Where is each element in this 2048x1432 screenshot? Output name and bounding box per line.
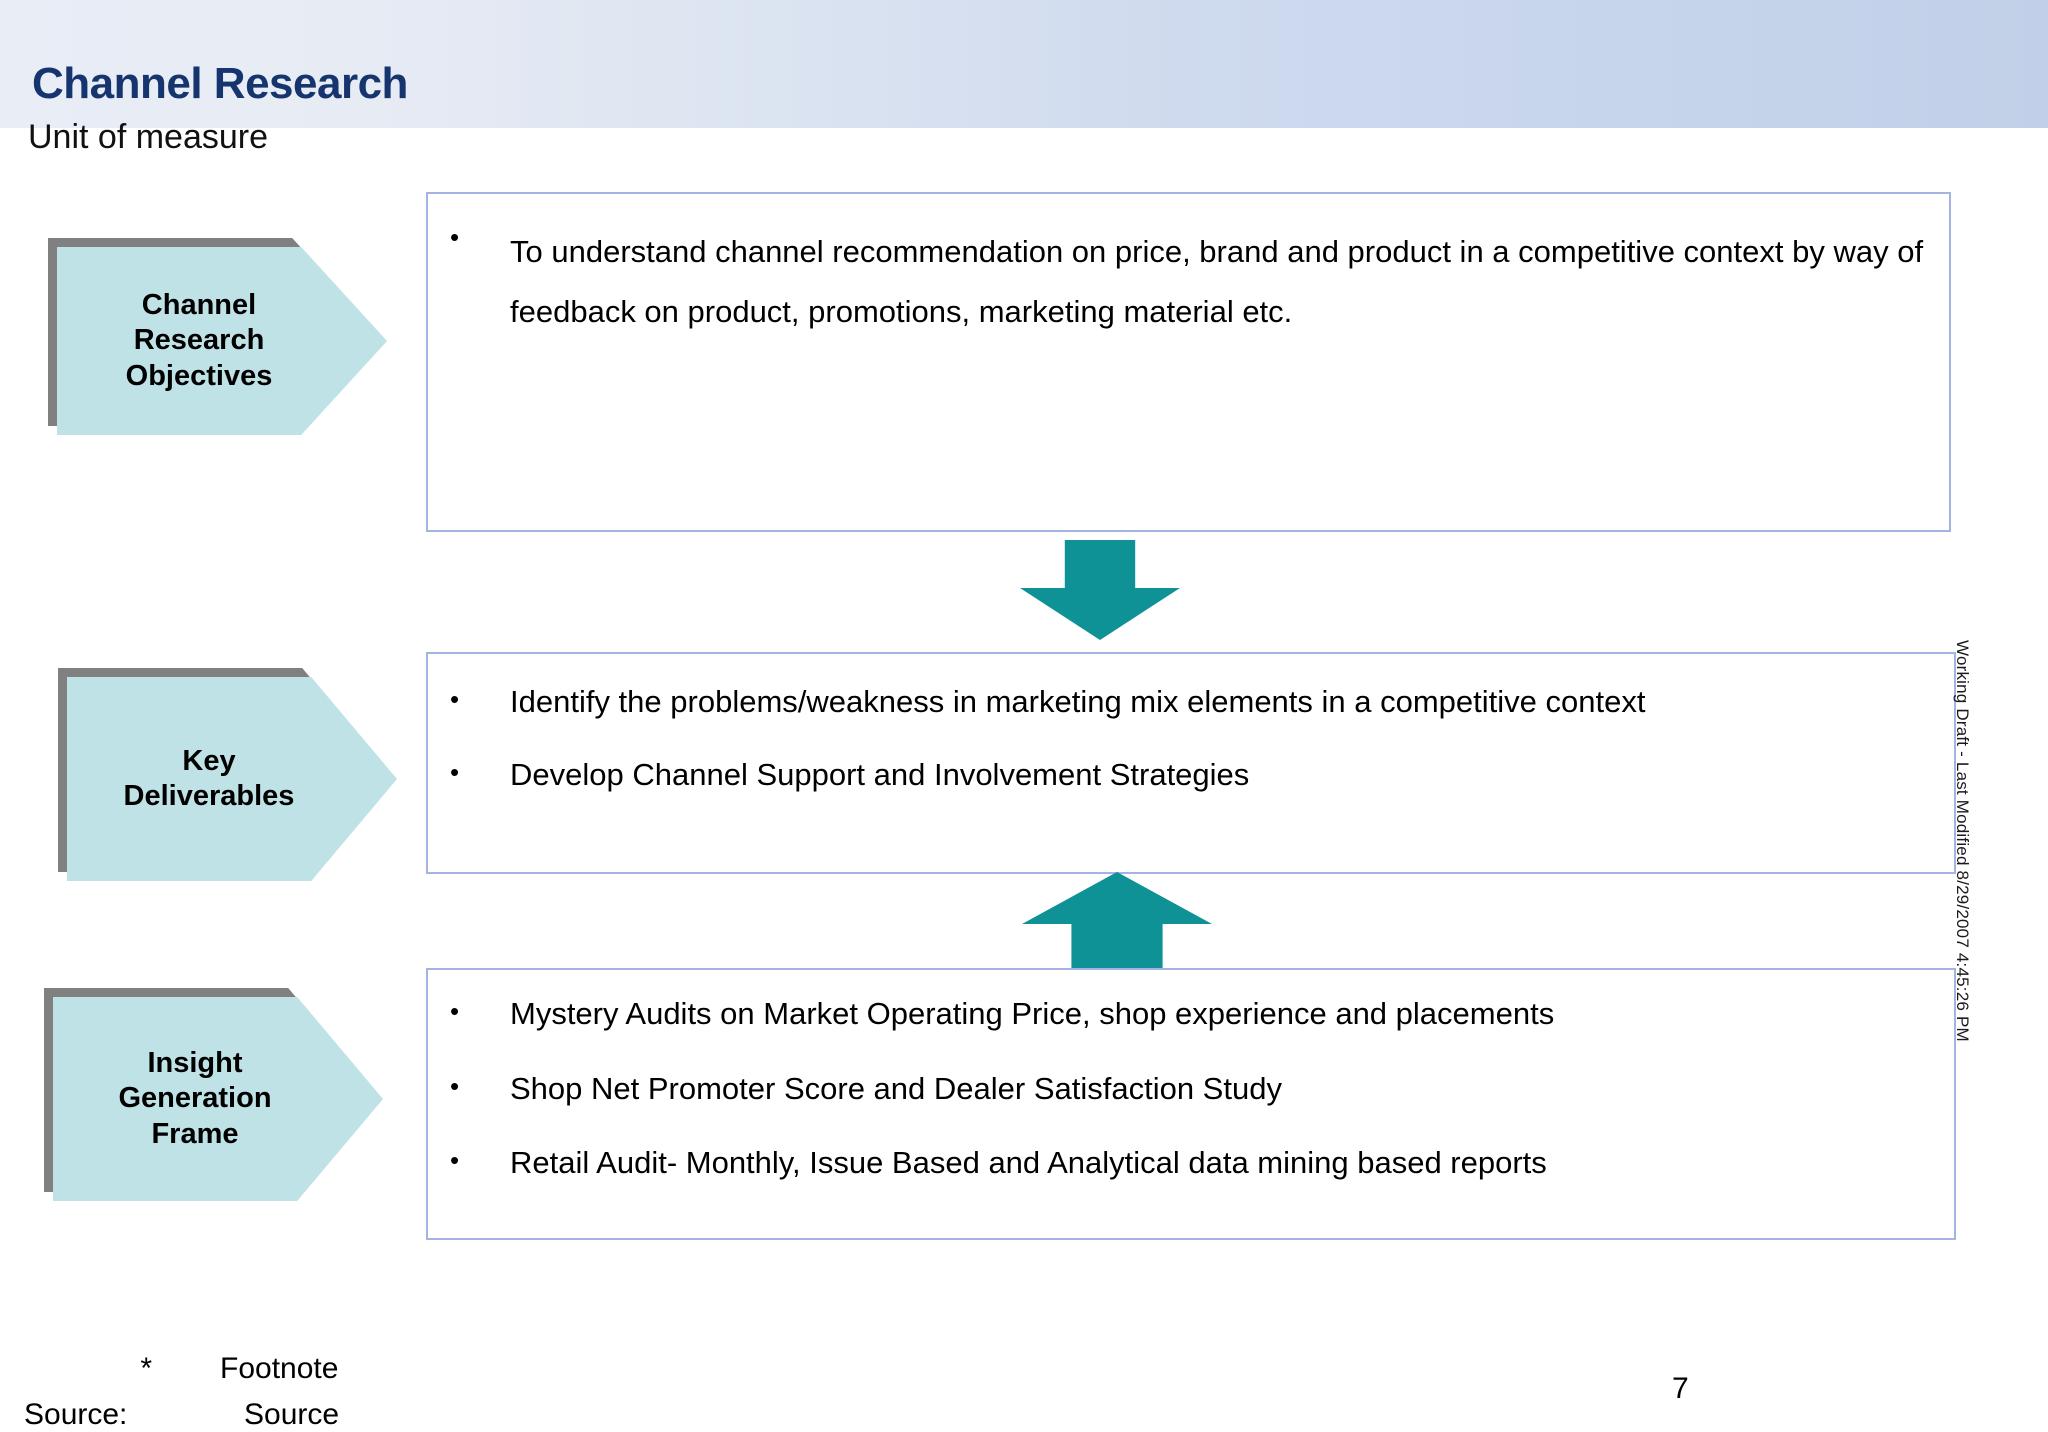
- page-subtitle: Unit of measure: [28, 118, 268, 156]
- bullet-item: • Mystery Audits on Market Operating Pri…: [428, 970, 1954, 1033]
- chevron-label: Channel Research Objectives: [125, 288, 273, 392]
- bullet-text: Shop Net Promoter Score and Dealer Satis…: [510, 1070, 1282, 1106]
- content-box-objectives: • To understand channel recommendation o…: [426, 192, 1951, 532]
- header-band: [0, 0, 2048, 128]
- bullet-item: • Shop Net Promoter Score and Dealer Sat…: [428, 1033, 1954, 1108]
- bullet-text: To understand channel recommendation on …: [510, 234, 1924, 330]
- page-title: Channel Research: [32, 59, 408, 108]
- bullet-text: Retail Audit- Monthly, Issue Based and A…: [510, 1145, 1547, 1181]
- bullet-text: Mystery Audits on Market Operating Price…: [510, 996, 1555, 1031]
- bullet-text: Identify the problems/weakness in market…: [510, 684, 1646, 719]
- stage-chevron-insight-generation-frame[interactable]: Insight Generation Frame: [44, 988, 383, 1201]
- stage-chevron-key-deliverables[interactable]: Key Deliverables: [58, 668, 397, 881]
- page-number: 7: [1672, 1372, 1689, 1405]
- footnote-row: * Footnote: [0, 1352, 338, 1386]
- chevron-label: Insight Generation Frame: [118, 1046, 272, 1150]
- source-label: Source:: [24, 1398, 128, 1431]
- arrow-down-icon: [1020, 540, 1180, 640]
- source-text: Source: [244, 1398, 340, 1431]
- bullet-icon: •: [450, 996, 460, 1026]
- stage-chevron-channel-research-objectives[interactable]: Channel Research Objectives: [48, 238, 387, 435]
- chevron-face: Channel Research Objectives: [57, 247, 387, 435]
- bullet-item: • Retail Audit- Monthly, Issue Based and…: [428, 1107, 1954, 1182]
- chevron-label: Key Deliverables: [123, 744, 295, 812]
- bullet-icon: •: [450, 684, 460, 714]
- content-box-insight-generation-frame: • Mystery Audits on Market Operating Pri…: [426, 968, 1956, 1240]
- chevron-face: Insight Generation Frame: [53, 997, 383, 1201]
- bullet-item: • Identify the problems/weakness in mark…: [428, 654, 1954, 721]
- footnote-marker: *: [140, 1352, 152, 1385]
- bullet-item: • Develop Channel Support and Involvemen…: [428, 721, 1954, 794]
- chevron-face: Key Deliverables: [67, 677, 397, 881]
- content-box-key-deliverables: • Identify the problems/weakness in mark…: [426, 652, 1956, 874]
- bullet-item: • To understand channel recommendation o…: [428, 194, 1949, 343]
- bullet-icon: •: [450, 756, 460, 787]
- bullet-icon: •: [450, 1070, 460, 1101]
- working-draft-stamp: Working Draft - Last Modified 8/29/2007 …: [1953, 640, 1972, 1042]
- footnote-text: Footnote: [220, 1352, 339, 1385]
- source-row: Source: Source: [0, 1398, 339, 1432]
- arrow-up-icon: [1022, 872, 1212, 972]
- bullet-icon: •: [450, 1145, 460, 1176]
- bullet-text: Develop Channel Support and Involvement …: [510, 756, 1250, 792]
- bullet-icon: •: [450, 222, 460, 252]
